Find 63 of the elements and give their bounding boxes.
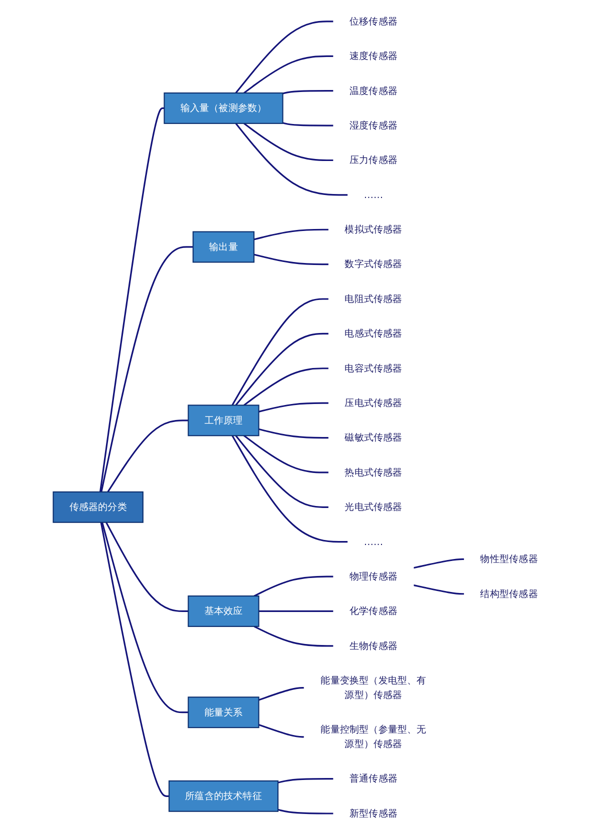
connector [254,254,330,266]
connector [244,435,330,474]
connector [258,724,305,738]
node-box: 输出量 [193,231,255,263]
node-text: 电容式传感器 [345,362,403,374]
connector [254,576,334,597]
node-text: 能量变换型（发电型、有源型）传感器 [321,675,427,701]
node-text: 电阻式传感器 [345,293,403,305]
node-text: …… [364,536,384,548]
connector [236,122,348,196]
connector [259,610,334,612]
connector [106,522,189,612]
node-text: 能量控制型（参量型、无源型）传感器 [321,724,427,750]
node-text: 光电式传感器 [345,502,403,513]
connector [283,122,334,126]
node-box: 能量关系 [188,696,260,728]
node-box: 输入量（被测参数） [164,92,284,124]
connector [236,332,330,406]
connector [254,626,334,647]
connector [258,428,330,439]
node-text: 温度传感器 [350,85,398,96]
node-text: 物性型传感器 [480,554,538,565]
connector [254,228,330,240]
node-text: 物理传感器 [350,570,398,582]
connector [414,558,465,569]
connector [258,687,305,701]
node-box: 基本效应 [188,595,260,627]
connector [232,435,348,543]
connector [236,435,330,508]
connector [244,55,334,94]
connector [283,90,334,94]
connector [100,246,194,492]
node-box: 工作原理 [188,404,260,436]
node-text: 磁敏式传感器 [345,432,403,444]
connector [244,122,334,162]
node-text: 结构型传感器 [480,588,538,600]
node-box: 传感器的分类 [53,491,144,523]
node-text: 速度传感器 [350,50,398,62]
node-text: 模拟式传感器 [345,224,403,236]
node-text: 位移传感器 [350,16,398,28]
connector [100,107,165,492]
node-text: …… [364,189,384,201]
node-text: 湿度传感器 [350,120,398,132]
connector [414,584,465,595]
connector [278,778,334,784]
connector [102,522,189,714]
connector [236,20,334,94]
node-text: 数字式传感器 [345,258,403,270]
node-text: 生物传感器 [350,640,398,652]
node-text: 普通传感器 [350,773,398,784]
connector [244,368,330,406]
node-text: 压电式传感器 [345,397,403,409]
node-box: 所蕴含的技术特征 [168,780,279,812]
connector [258,402,330,412]
node-text: 热电式传感器 [345,466,403,478]
node-text: 新型传感器 [350,808,398,820]
connector [278,808,334,814]
connector [100,522,170,797]
connector [108,420,189,492]
connector [232,298,330,406]
node-text: 电感式传感器 [345,328,403,340]
node-text: 化学传感器 [350,606,398,617]
node-text: 压力传感器 [350,154,398,166]
